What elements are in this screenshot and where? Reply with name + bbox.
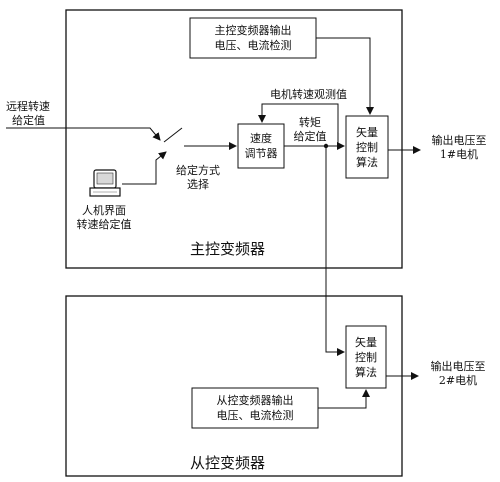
slave-vector-text: 矢量 控制 算法 (355, 335, 377, 379)
slave-title: 从控变频器 (190, 454, 266, 472)
torque-to-slave-line (325, 146, 345, 356)
slave-output-label: 输出电压至 2#电机 (430, 360, 486, 387)
speed-regulator-text: 速度 调节器 (244, 132, 278, 160)
master-detect-line1: 主控变频器输出 (214, 24, 292, 37)
master-frame (65, 9, 403, 269)
switch-blade (163, 127, 183, 143)
computer-icon (89, 169, 121, 197)
remote-input-line (6, 127, 161, 141)
master-vector-box (345, 115, 389, 179)
hmi-input-line (122, 151, 167, 185)
remote-speed-label: 远程转速 给定值 (6, 100, 50, 127)
slave-frame (65, 295, 403, 477)
detect-to-vector-line (316, 37, 374, 115)
master-title: 主控变频器 (190, 240, 266, 258)
master-detect-text: 主控变频器输出 电压、电流检测 (190, 18, 316, 58)
slave-vector-box (345, 325, 387, 389)
slave-detect-text: 从控变频器输出 电压、电流检测 (216, 394, 294, 422)
slave-detect-to-vector-line (318, 389, 370, 409)
speed-observation-label: 电机转速观测值 (270, 88, 347, 101)
hmi-speed-label: 人机界面 转速给定值 (76, 204, 132, 231)
master-output-label: 输出电压至 1#电机 (431, 134, 487, 161)
master-detect-line2: 电压、电流检测 (214, 39, 292, 52)
select-mode-label: 给定方式 选择 (176, 164, 220, 191)
torque-setpoint-label: 转矩 给定值 (293, 116, 327, 143)
master-vector-text: 矢量 控制 算法 (356, 125, 378, 169)
